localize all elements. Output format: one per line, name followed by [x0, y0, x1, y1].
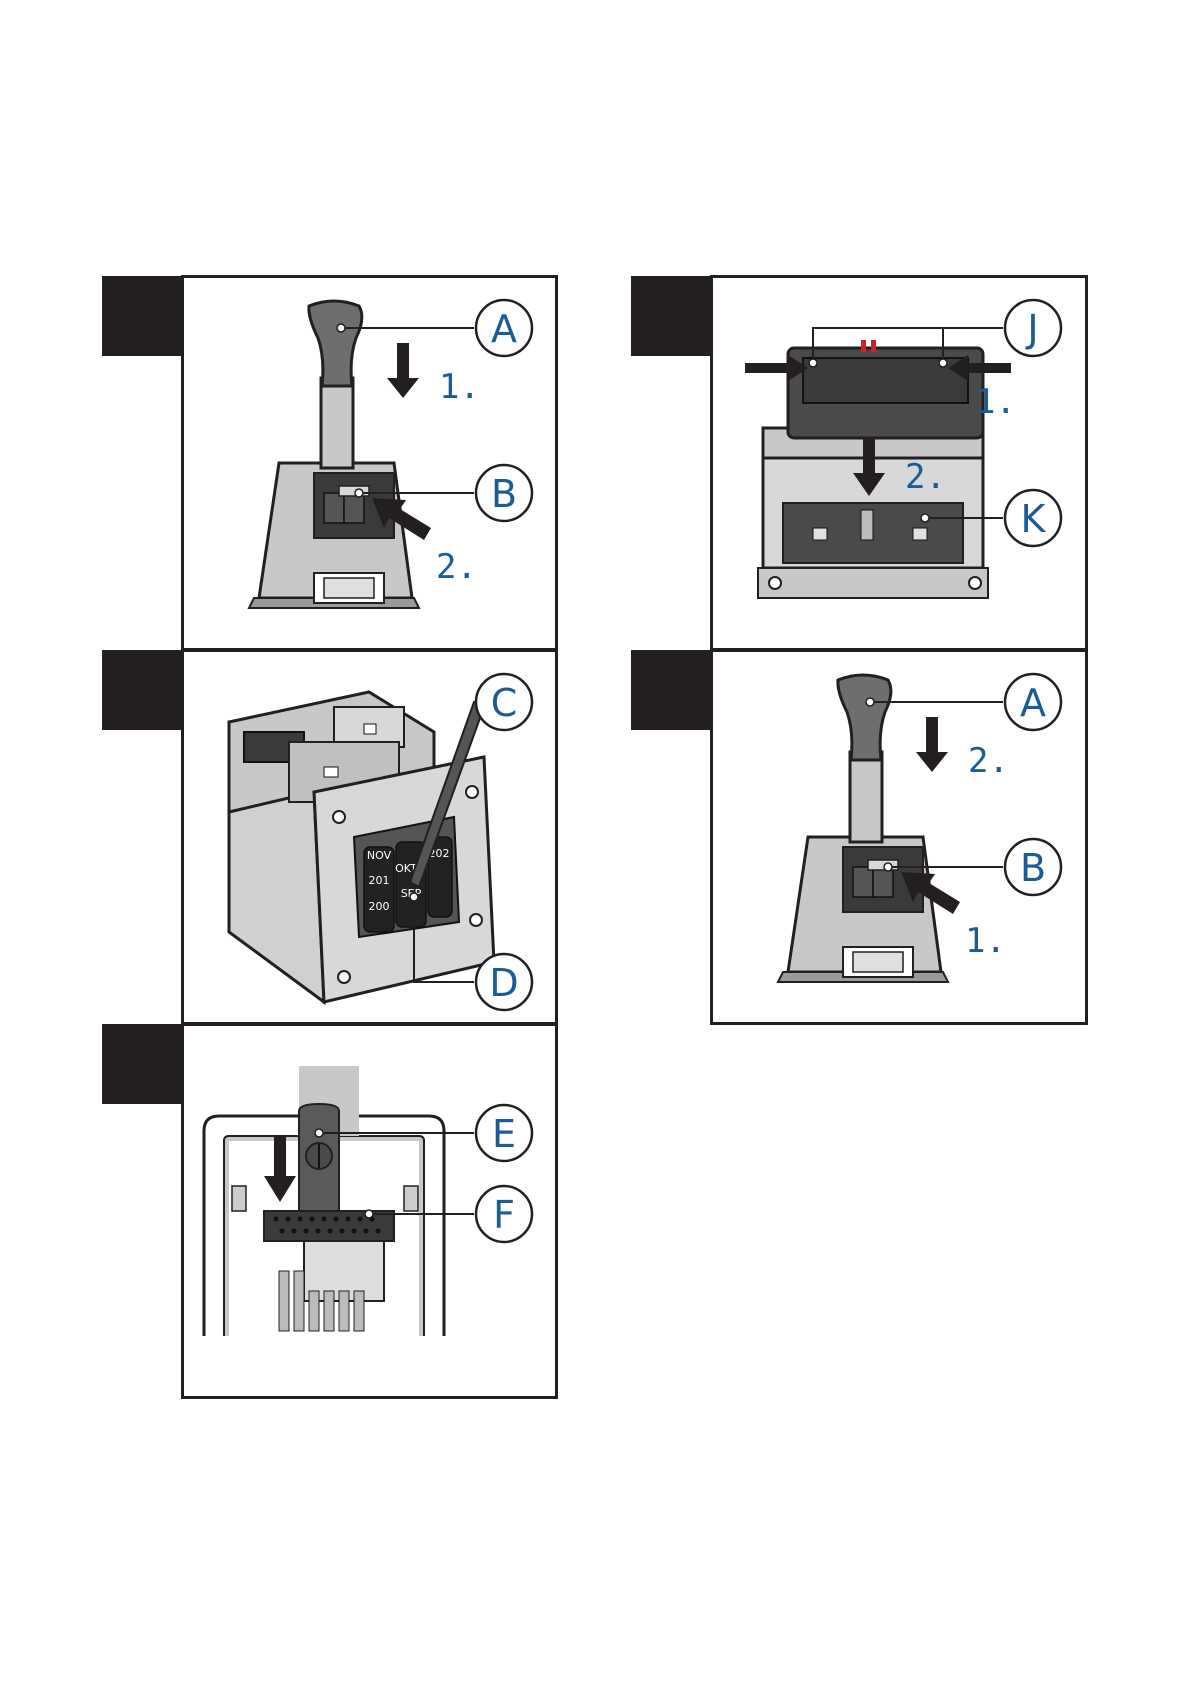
panel-5: E F	[181, 1023, 558, 1399]
wheel-label-2: 201	[369, 874, 390, 887]
callout-j-label: J	[1025, 307, 1038, 351]
stamp-illustration	[778, 675, 948, 982]
step-label-1: 1.	[965, 921, 1006, 961]
callout-f-label: F	[493, 1193, 515, 1237]
step-tab-4	[631, 650, 711, 730]
callout-k-label: K	[1021, 497, 1047, 541]
panel-2: J K 1. 2.	[710, 275, 1088, 651]
date-wheel-illustration	[229, 692, 494, 1002]
panel-1: A B 1. 2.	[181, 275, 558, 651]
callout-c-label: C	[491, 681, 518, 725]
step-tab-3	[102, 650, 182, 730]
step-label-2: 2.	[905, 457, 946, 497]
step-tab-5	[102, 1024, 182, 1104]
panel-4: A B 2. 1.	[710, 649, 1088, 1025]
step-tab-2	[631, 276, 711, 356]
callout-a-label: A	[1020, 681, 1046, 725]
step-label-2: 2.	[968, 741, 1009, 781]
callout-e-label: E	[492, 1112, 516, 1156]
stamp-illustration	[249, 301, 419, 608]
step-label-1: 1.	[439, 367, 480, 407]
step-label-1: 1.	[975, 382, 1016, 422]
callout-b-label: B	[491, 472, 517, 516]
step-tab-1	[102, 276, 182, 356]
callout-a-label: A	[491, 307, 517, 351]
down-arrow	[916, 717, 948, 772]
bracket-illustration	[204, 1066, 444, 1336]
wheel-label-5: NOV	[367, 849, 392, 862]
callout-d-label: D	[489, 961, 518, 1005]
step-label-2: 2.	[436, 547, 477, 587]
callout-b-label: B	[1020, 846, 1046, 890]
down-arrow	[387, 343, 419, 398]
panel-3: OKT 201 SEP 200 NOV 202 C D	[181, 649, 558, 1025]
wheel-label-4: 200	[369, 900, 390, 913]
